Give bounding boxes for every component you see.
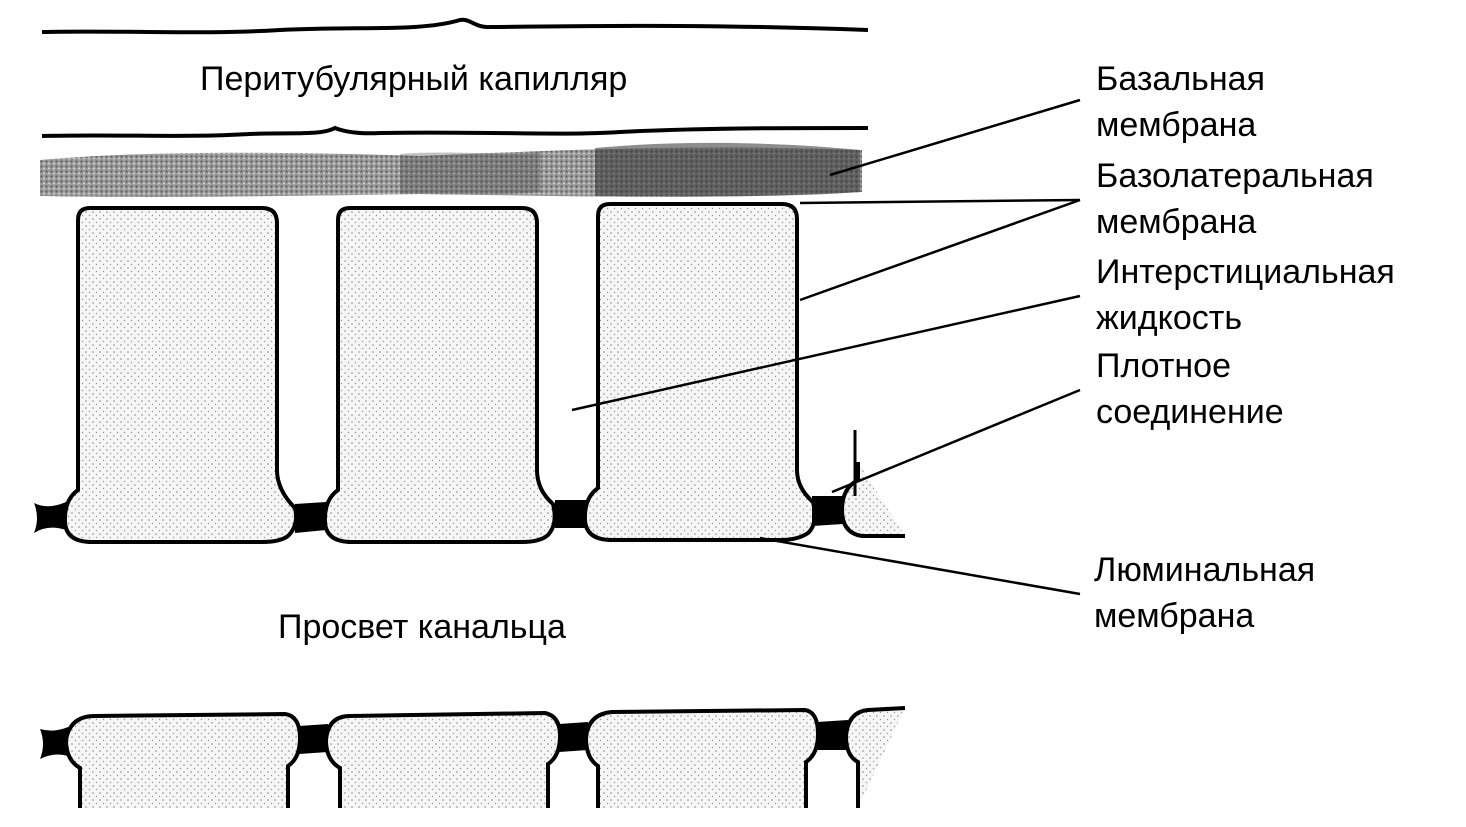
basolateral-membrane-label: Базолатеральная мембрана <box>1096 153 1374 245</box>
tight-junction <box>812 496 843 526</box>
interstitial-fluid-label-line1: Интерстициальная <box>1096 253 1395 291</box>
tubule-lumen-label: Просвет канальца <box>278 608 566 646</box>
upper-epithelium <box>34 202 905 544</box>
epithelial-cell <box>583 707 821 808</box>
basal-membrane-label-line1: Базальная <box>1096 60 1265 98</box>
leader-basolateral-membrane-side <box>799 198 1081 302</box>
basement-membrane <box>40 142 862 197</box>
epithelial-cell <box>582 202 817 542</box>
tight-junction-label-line1: Плотное <box>1096 347 1231 385</box>
tight-junction <box>40 727 68 759</box>
tight-junction <box>34 502 66 533</box>
leader-lines <box>571 98 1081 596</box>
tight-junction <box>555 500 586 528</box>
epithelial-cell <box>63 711 303 808</box>
tight-junction <box>299 724 328 754</box>
luminal-membrane-label: Люминальная мембрана <box>1094 547 1315 639</box>
tight-junction <box>295 502 326 533</box>
tight-junction <box>559 722 588 752</box>
epithelial-cell <box>322 206 557 544</box>
partial-epithelial-cell <box>843 706 906 808</box>
luminal-membrane-label-line1: Люминальная <box>1094 551 1316 589</box>
tight-junction-label-line2: соединение <box>1096 393 1284 431</box>
leader-basal-membrane <box>829 98 1081 177</box>
peritubular-capillary-label: Перитубулярный капилляр <box>200 60 628 98</box>
interstitial-fluid-label: Интерстициальная жидкость <box>1096 249 1395 341</box>
lower-epithelium <box>40 706 906 808</box>
leader-luminal-membrane <box>759 536 1081 596</box>
epithelial-cell <box>323 710 563 808</box>
leader-basolateral-membrane-top <box>799 198 1081 205</box>
epithelial-cell <box>62 206 299 544</box>
capillary-wall-bottom <box>41 125 869 138</box>
leader-tight-junction <box>831 388 1081 494</box>
interstitial-fluid-label-line2: жидкость <box>1096 299 1243 337</box>
basal-membrane-label: Базальная мембрана <box>1096 56 1265 148</box>
leader-interstitial-fluid <box>571 294 1081 412</box>
tight-junction <box>817 720 848 750</box>
basolateral-membrane-label-line2: мембрана <box>1096 203 1257 241</box>
partial-epithelial-cell <box>839 462 905 538</box>
luminal-membrane-label-line2: мембрана <box>1094 597 1255 635</box>
capillary-wall-top <box>41 17 869 35</box>
basolateral-membrane-label-line1: Базолатеральная <box>1096 157 1374 195</box>
basal-membrane-label-line2: мембрана <box>1096 106 1257 144</box>
tight-junction-label: Плотное соединение <box>1096 343 1284 435</box>
